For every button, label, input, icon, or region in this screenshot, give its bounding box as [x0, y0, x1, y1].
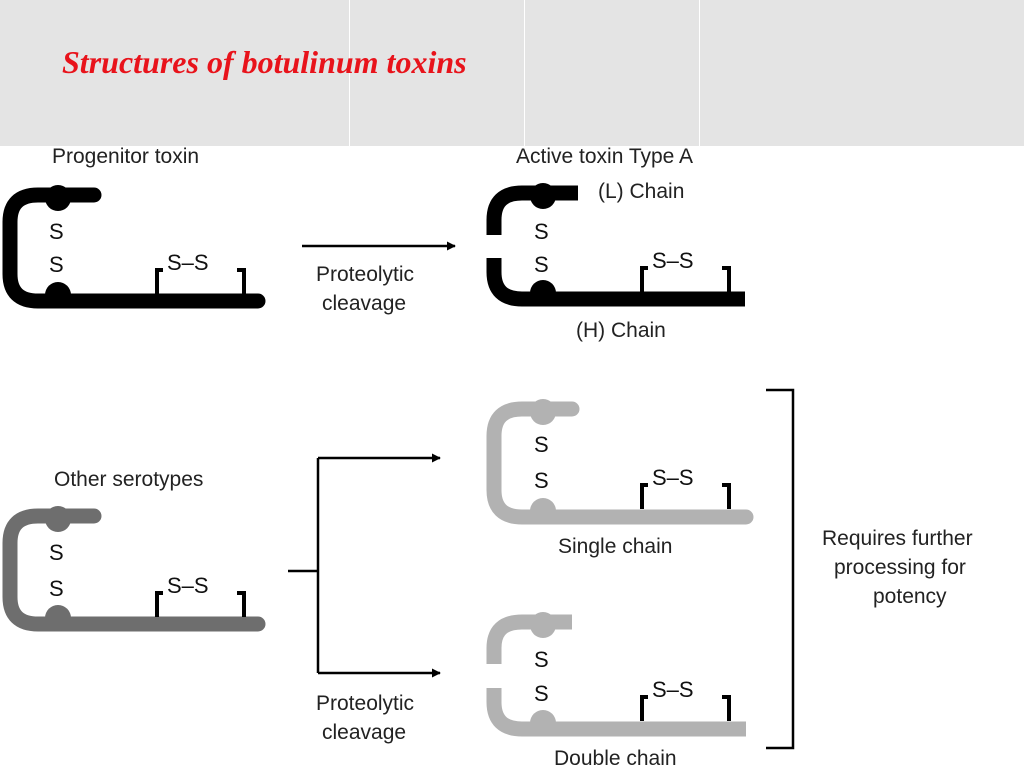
disulfide-label: S–S: [652, 465, 694, 490]
disulfide-label: S–S: [167, 250, 209, 275]
toxin-chain: [486, 401, 754, 525]
l-chain-label: (L) Chain: [598, 180, 684, 203]
disulfide-bracket: [640, 266, 731, 292]
cysteine-bead: [530, 498, 556, 524]
light-chain: [486, 614, 572, 664]
sulfur-label: S: [49, 219, 64, 244]
header-divider: [349, 0, 350, 146]
sulfur-label: S: [534, 468, 549, 493]
sulfur-label: S: [49, 252, 64, 277]
h-chain-label: (H) Chain: [576, 319, 666, 342]
sulfur-label: S: [534, 647, 549, 672]
disulfide-bracket: [155, 268, 246, 294]
cysteine-bead: [45, 282, 71, 308]
cysteine-bead: [45, 506, 71, 532]
cysteine-bead: [530, 612, 556, 638]
disulfide-bracket: [640, 695, 731, 721]
sulfur-label: S: [534, 681, 549, 706]
disulfide-label: S–S: [652, 248, 694, 273]
cleavage-label: cleavage: [322, 292, 406, 315]
single-chain-label: Single chain: [558, 535, 672, 558]
active-toxin-label: Active toxin Type A: [516, 145, 693, 168]
other-serotypes-structure: S S S–S: [2, 506, 266, 632]
cleavage-label: Proteolytic: [316, 263, 414, 286]
cleavage-label: cleavage: [322, 721, 406, 744]
sulfur-label: S: [49, 576, 64, 601]
sulfur-label: S: [534, 219, 549, 244]
cysteine-bead: [45, 185, 71, 211]
toxin-chain: [2, 508, 266, 632]
cysteine-bead: [530, 280, 556, 306]
requires-note: potency: [873, 585, 947, 608]
slide-title: Structures of botulinum toxins: [62, 44, 467, 80]
double-chain-label: Double chain: [554, 747, 677, 768]
sulfur-label: S: [534, 432, 549, 457]
disulfide-bracket: [155, 591, 246, 617]
disulfide-label: S–S: [652, 677, 694, 702]
other-serotypes-label: Other serotypes: [54, 468, 203, 491]
requires-note: Requires further: [822, 527, 973, 550]
sulfur-label: S: [534, 252, 549, 277]
header-divider: [524, 0, 525, 146]
disulfide-bracket: [640, 483, 731, 509]
header-divider: [699, 0, 700, 146]
disulfide-label: S–S: [167, 573, 209, 598]
requires-note: processing for: [834, 556, 966, 579]
grouping-bracket: [766, 388, 795, 750]
progenitor-toxin-structure: S S S–S: [2, 185, 266, 309]
heavy-chain: [486, 688, 746, 737]
toxin-chain: [2, 187, 266, 309]
active-toxin-structure: S S S–S: [486, 183, 745, 307]
progenitor-toxin-label: Progenitor toxin: [52, 145, 199, 168]
cysteine-bead: [530, 399, 556, 425]
cleavage-label: Proteolytic: [316, 692, 414, 715]
light-chain: [486, 185, 578, 235]
sulfur-label: S: [49, 540, 64, 565]
single-chain-structure: S S S–S: [486, 399, 754, 525]
heavy-chain: [486, 258, 745, 307]
header-band: [0, 0, 1024, 146]
cysteine-bead: [530, 710, 556, 736]
cysteine-bead: [530, 183, 556, 209]
cysteine-bead: [45, 605, 71, 631]
double-chain-structure: S S S–S: [486, 612, 746, 737]
branch-arrows: [288, 453, 441, 678]
